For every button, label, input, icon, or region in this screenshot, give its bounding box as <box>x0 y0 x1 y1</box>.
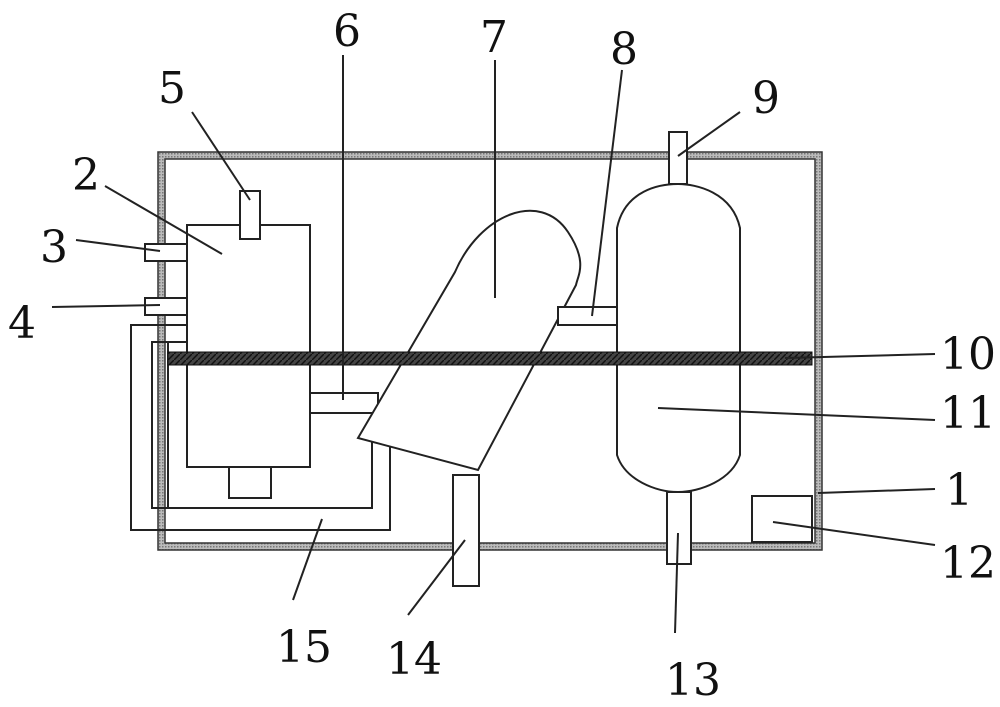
right-vessel <box>616 182 741 494</box>
label-1: 1 <box>945 465 973 516</box>
label-3: 3 <box>40 222 68 273</box>
label-14: 14 <box>386 634 442 685</box>
leader-2 <box>104 185 223 255</box>
label-15: 15 <box>276 622 332 673</box>
side-port-upper <box>144 243 188 262</box>
control-box <box>751 495 813 543</box>
side-port-lower <box>144 297 188 316</box>
return-pipe <box>130 324 391 531</box>
leader-3 <box>75 239 161 252</box>
leader-4 <box>51 304 161 308</box>
label-12: 12 <box>940 538 996 589</box>
label-6: 6 <box>333 6 361 57</box>
leader-5 <box>191 111 251 201</box>
leader-8 <box>591 69 623 317</box>
tilted-vessel <box>356 209 582 472</box>
label-11: 11 <box>940 388 996 439</box>
top-port <box>239 190 261 240</box>
connector-pipe <box>557 306 619 326</box>
label-10: 10 <box>940 329 996 380</box>
label-7: 7 <box>480 12 508 63</box>
label-13: 13 <box>665 655 721 706</box>
top-vent-pipe <box>668 131 688 185</box>
leader-15 <box>292 518 323 601</box>
partition-plate <box>167 351 813 366</box>
leader-lines <box>51 55 936 634</box>
bottom-drain-pipe <box>666 491 692 565</box>
leader-13 <box>674 532 679 634</box>
label-5: 5 <box>158 63 186 114</box>
leader-10 <box>784 353 936 359</box>
label-8: 8 <box>610 24 638 75</box>
leader-14 <box>407 539 466 616</box>
leader-1 <box>817 488 936 494</box>
outlet-pipe-14 <box>452 474 480 587</box>
label-9: 9 <box>752 73 780 124</box>
leader-9 <box>677 111 741 157</box>
leader-12 <box>772 521 936 546</box>
label-2: 2 <box>72 150 100 201</box>
label-4: 4 <box>8 298 36 349</box>
leader-11 <box>657 407 936 421</box>
